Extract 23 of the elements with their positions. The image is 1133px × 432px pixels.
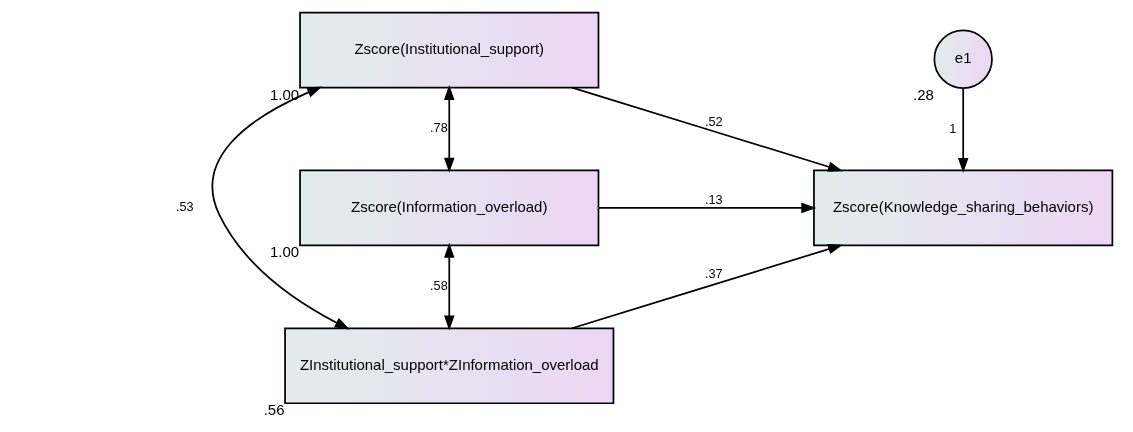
arrow — [444, 242, 455, 331]
edge-label: .53 — [176, 200, 194, 215]
arrow — [444, 84, 455, 173]
node-circle: e1 — [933, 29, 993, 89]
node-box: Zscore(Knowledge_sharing_behaviors) — [813, 169, 1114, 247]
node-label: .28 — [913, 86, 934, 104]
arrow — [571, 86, 843, 172]
edge-label: .37 — [704, 266, 723, 281]
arrow — [957, 87, 969, 174]
node-box: ZInstitutional_support*ZInformation_overload — [284, 327, 615, 405]
edge-label: .78 — [430, 121, 448, 136]
node-box: Zscore(Information_overload) — [299, 169, 600, 247]
arrow — [211, 86, 350, 330]
node-box: Zscore(Institutional_support) — [299, 11, 600, 89]
arrow — [571, 244, 843, 330]
node-label: .56 — [263, 401, 285, 419]
edge-label: .13 — [704, 193, 723, 208]
edge-label: .58 — [430, 279, 448, 294]
edge-label: .52 — [704, 114, 723, 129]
node-label: 1.00 — [269, 85, 300, 103]
arrow — [597, 202, 817, 214]
node-label: 1.00 — [269, 243, 300, 261]
edge-label: 1 — [949, 121, 957, 136]
